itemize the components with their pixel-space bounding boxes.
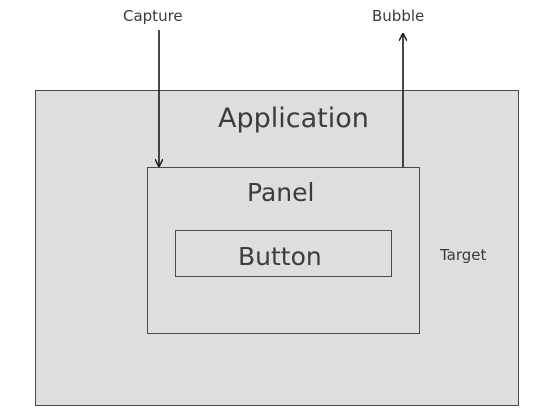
button-box [175, 230, 392, 277]
bubble-label: Bubble [372, 7, 425, 25]
button-label: Button [238, 242, 322, 271]
panel-label: Panel [247, 178, 315, 207]
capture-label: Capture [123, 7, 183, 25]
application-label: Application [218, 103, 369, 134]
target-label: Target [440, 246, 487, 264]
